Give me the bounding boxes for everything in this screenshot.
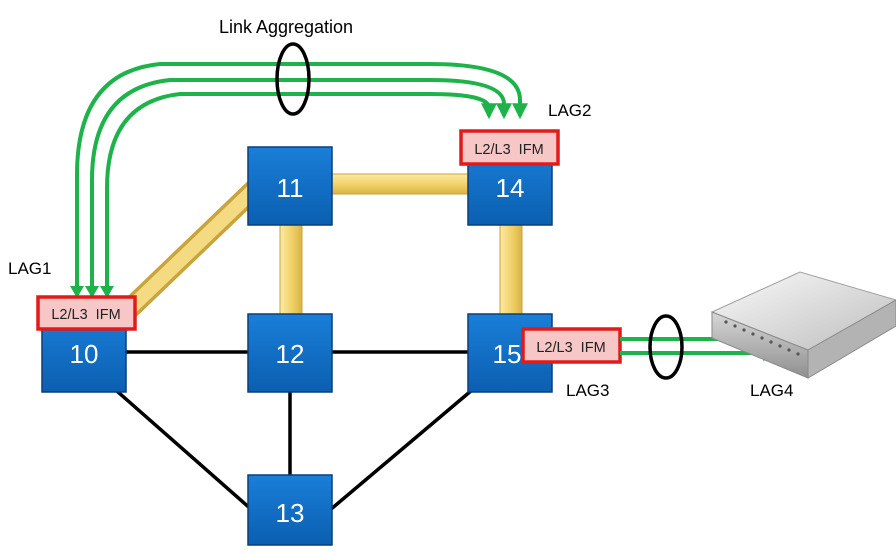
aggregation-link-2 [90, 78, 512, 295]
aggregation-link-3 [105, 92, 497, 295]
node-12-label: 12 [276, 339, 305, 369]
link-14-15 [499, 224, 523, 318]
node-10-label: 10 [70, 339, 99, 369]
aggregation-ellipse-right [648, 314, 684, 380]
lag3-label: LAG3 [566, 381, 609, 400]
link-15-13 [328, 383, 480, 512]
ifm-box-lag1[interactable]: L2/L3 IFM [36, 295, 137, 331]
node-11-label: 11 [277, 173, 304, 203]
plain-links [108, 350, 480, 512]
link-11-12 [279, 224, 303, 318]
link-10-11 [110, 174, 270, 328]
diagram-title: Link Aggregation [219, 17, 353, 37]
node-13-label: 13 [276, 498, 305, 528]
lag4-label: LAG4 [750, 381, 793, 400]
node-13[interactable]: 13 [247, 474, 333, 546]
ifm-label-lag1: L2/L3 IFM [51, 307, 120, 323]
link-10-13 [108, 383, 254, 512]
link-aggregation-lag1-lag2 [75, 62, 528, 295]
lag1-label: LAG1 [8, 259, 51, 278]
lag2-label: LAG2 [548, 101, 591, 120]
link-11-14 [331, 173, 471, 195]
aggregation-ellipse-top [275, 42, 311, 116]
ifm-box-lag2[interactable]: L2/L3 IFM [459, 129, 560, 166]
ifm-box-lag3[interactable]: L2/L3 IFM [521, 327, 622, 364]
node-12[interactable]: 12 [247, 313, 333, 393]
node-15-label: 15 [493, 339, 522, 369]
aggregation-end-arrows-lag1 [70, 286, 114, 298]
network-switch-icon[interactable] [710, 271, 896, 379]
node-14-label: 14 [496, 173, 525, 203]
ifm-label-lag3: L2/L3 IFM [536, 340, 605, 356]
aggregation-link-1 [75, 62, 528, 295]
ifm-label-lag2: L2/L3 IFM [474, 142, 543, 158]
node-11[interactable]: 11 [247, 146, 333, 226]
switch-ports [724, 320, 800, 356]
